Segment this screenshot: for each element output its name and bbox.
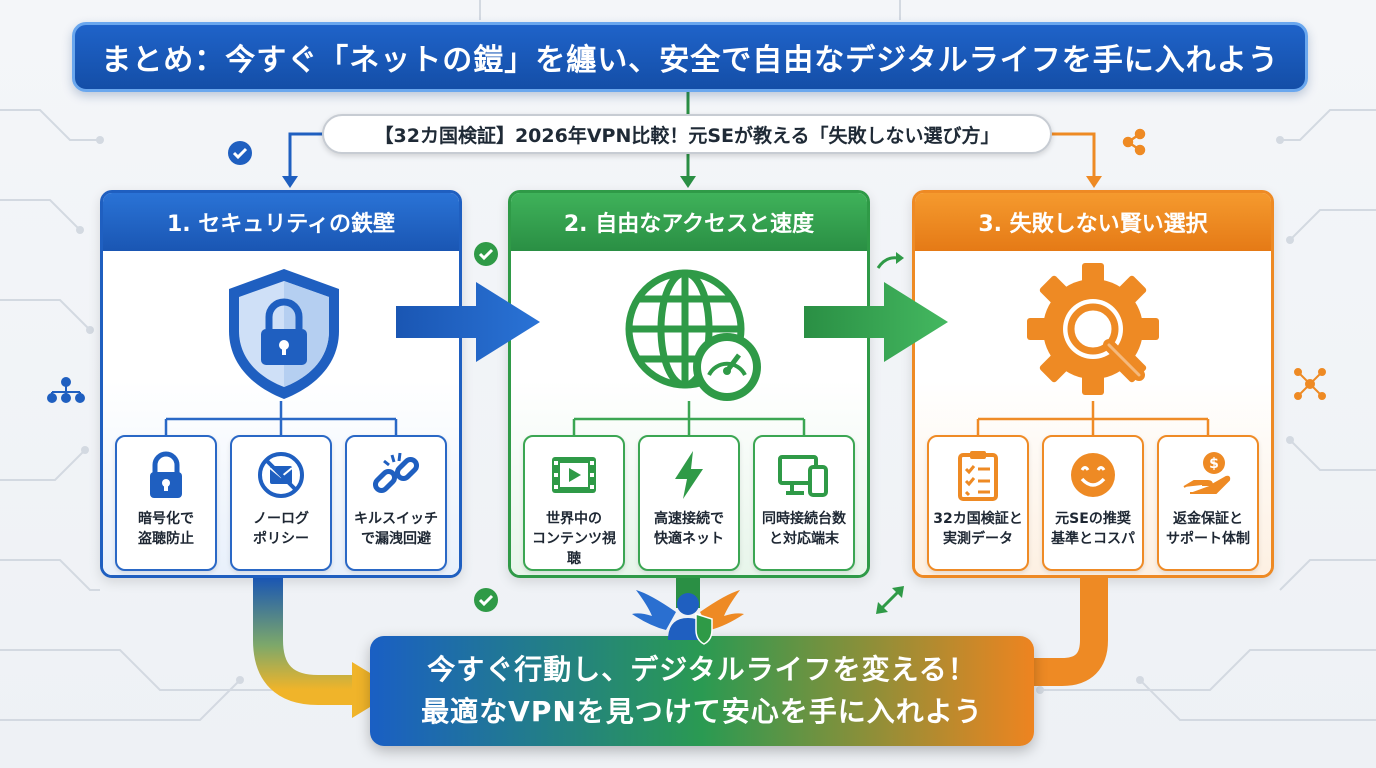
branch-lines — [164, 401, 398, 443]
feature-box-devices: 同時接続台数 と対応端末 — [753, 435, 855, 571]
globe-speedometer-icon — [625, 269, 761, 401]
card-heading: 1. セキュリティの鉄壁 — [103, 193, 459, 251]
feature-box-fast: 高速接続で 快適ネット — [638, 435, 740, 571]
page-title-banner: まとめ：今すぐ「ネットの鎧」を纏い、安全で自由なデジタルライフを手に入れよう — [72, 22, 1308, 92]
feature-box-refund: $ 返金保証と サポート体制 — [1157, 435, 1259, 571]
feature-box-kill-switch: キルスイッチ で漏洩回避 — [345, 435, 447, 571]
feature-label: 32カ国検証と 実測データ — [933, 511, 1023, 547]
feature-box-recommendation: 元SEの推奨 基準とコスパ — [1042, 435, 1144, 571]
no-log-icon — [258, 452, 304, 498]
feature-label: 同時接続台数 と対応端末 — [762, 511, 846, 547]
feature-label: キルスイッチ で漏洩回避 — [354, 511, 438, 547]
feature-label: ノーログ ポリシー — [253, 511, 309, 547]
checklist-icon — [958, 451, 998, 501]
padlock-icon — [150, 451, 182, 498]
card-security: 1. セキュリティの鉄壁 暗号化で 盗聴防止 — [100, 190, 462, 578]
money-hand-icon: $ — [1183, 452, 1231, 494]
video-film-icon — [552, 457, 596, 493]
feature-box-content: 世界中の コンテンツ視聴 — [523, 435, 625, 571]
feature-label: 元SEの推奨 基準とコスパ — [1051, 511, 1135, 547]
subtitle-text: 【32カ国検証】2026年VPN比較！元SEが教える「失敗しない選び方」 — [374, 124, 1000, 147]
card-body: 32カ国検証と 実測データ 元SEの推奨 基準とコスパ $ 返金保証と サポート… — [915, 251, 1271, 575]
branch-lines — [572, 401, 806, 443]
card-heading: 3. 失敗しない賢い選択 — [915, 193, 1271, 251]
card-access-speed: 2. 自由なアクセスと速度 世界中の コンテンツ視聴 — [508, 190, 870, 578]
shield-lock-icon — [229, 269, 339, 399]
feature-label: 返金保証と サポート体制 — [1166, 511, 1250, 547]
subtitle-pill: 【32カ国検証】2026年VPN比較！元SEが教える「失敗しない選び方」 — [322, 114, 1052, 154]
smiley-icon — [1071, 453, 1115, 497]
branch-lines — [976, 401, 1210, 443]
card-heading: 2. 自由なアクセスと速度 — [511, 193, 867, 251]
cta-line-1: 今すぐ行動し、デジタルライフを変える！ — [427, 653, 977, 686]
feature-box-encryption: 暗号化で 盗聴防止 — [115, 435, 217, 571]
lightning-icon — [675, 451, 703, 499]
feature-box-no-log: ノーログ ポリシー — [230, 435, 332, 571]
svg-text:$: $ — [1209, 456, 1219, 472]
call-to-action-banner: 今すぐ行動し、デジタルライフを変える！ 最適なVPNを見つけて安心を手に入れよう — [370, 636, 1034, 746]
feature-label: 高速接続で 快適ネット — [654, 511, 724, 547]
gear-magnifier-icon — [1027, 263, 1159, 395]
page-title: まとめ：今すぐ「ネットの鎧」を纏い、安全で自由なデジタルライフを手に入れよう — [101, 43, 1279, 78]
card-body: 暗号化で 盗聴防止 ノーログ ポリシー キルスイッチ で漏洩回避 — [103, 251, 459, 575]
cta-line-2: 最適なVPNを見つけて安心を手に入れよう — [421, 695, 983, 728]
feature-label: 世界中の コンテンツ視聴 — [532, 511, 616, 567]
feature-box-verification: 32カ国検証と 実測データ — [927, 435, 1029, 571]
devices-icon — [778, 455, 828, 497]
broken-link-icon — [372, 452, 420, 494]
feature-label: 暗号化で 盗聴防止 — [138, 511, 194, 547]
card-body: 世界中の コンテンツ視聴 高速接続で 快適ネット 同時接続台数 と対応端末 — [511, 251, 867, 575]
card-smart-choice: 3. 失敗しない賢い選択 — [912, 190, 1274, 578]
